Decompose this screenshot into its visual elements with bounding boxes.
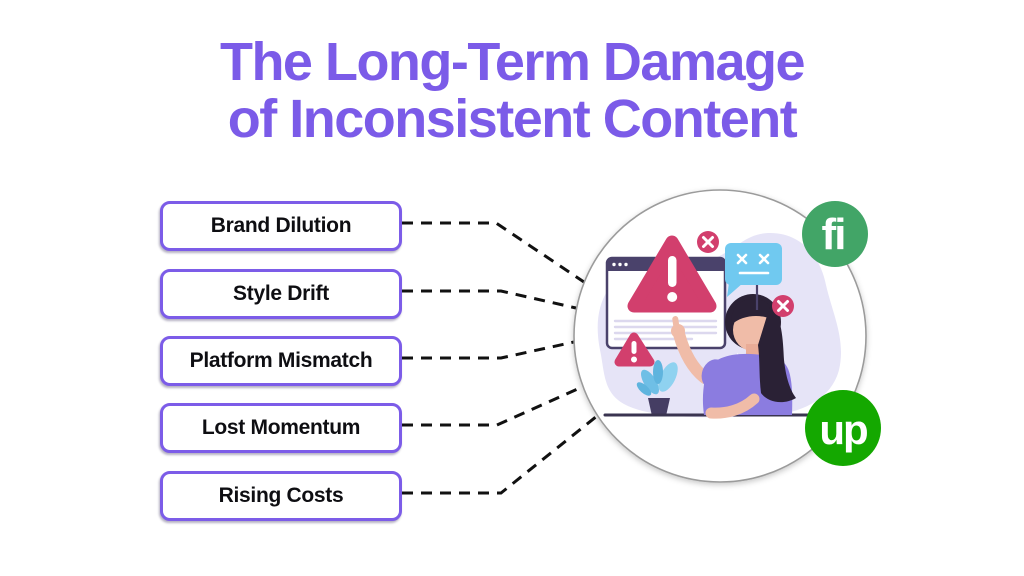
error-x-badge-right-icon [772,295,794,317]
item-box-brand-dilution: Brand Dilution [160,201,402,251]
page-title: The Long-Term Damage of Inconsistent Con… [0,32,1024,150]
woman-at-desk-illustration [671,294,796,419]
connector-line-rising-costs [402,414,598,495]
warning-triangle-small-icon [614,332,655,367]
page-title-line2: of Inconsistent Content [227,89,798,150]
connector-lines [402,221,598,495]
fiverr-logo: fi [802,201,868,267]
item-label: Brand Dilution [210,214,352,237]
item-box-platform-mismatch: Platform Mismatch [160,336,402,386]
error-x-badge-top-icon [697,231,719,253]
item-box-style-drift: Style Drift [160,269,402,319]
upwork-logo-text: up [819,406,867,453]
item-label: Style Drift [233,282,329,305]
upwork-logo: up [805,390,881,466]
item-box-lost-momentum: Lost Momentum [160,403,402,453]
item-label: Lost Momentum [201,416,361,439]
page-title-line1: The Long-Term Damage [219,32,806,92]
connector-line-platform-mismatch [402,340,575,360]
item-box-rising-costs: Rising Costs [160,471,402,521]
fiverr-logo-text: fi [822,210,845,259]
illustration-scene [597,231,842,419]
connector-line-style-drift [402,289,577,310]
warning-triangle-large-icon [627,235,717,313]
dead-face-speech-bubble-icon [725,243,782,297]
item-label: Rising Costs [218,484,344,507]
item-label: Platform Mismatch [189,349,373,372]
connector-line-lost-momentum [402,385,583,427]
connector-line-brand-dilution [402,221,585,284]
plant-icon [636,360,678,416]
